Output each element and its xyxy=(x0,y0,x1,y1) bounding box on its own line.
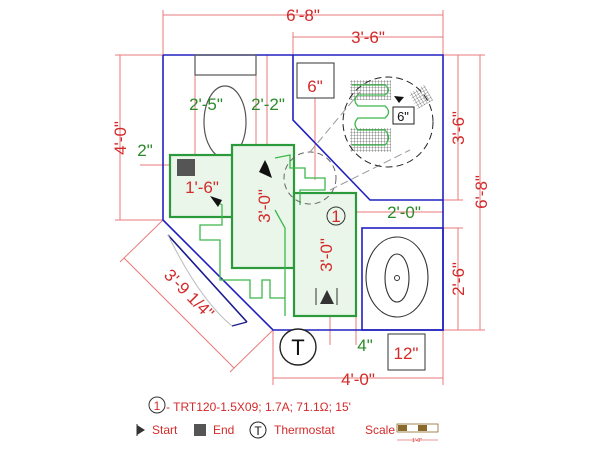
mat-label-1: 1'-6" xyxy=(185,178,219,197)
dim-vanity-gap: 2'-0" xyxy=(387,203,421,222)
start-marker-icon xyxy=(315,288,338,305)
legend-cable-spec: - TRT120-1.5X09; 1.7A; 71.1Ω; 15' xyxy=(166,400,351,414)
dim-bottom-offset: 4" xyxy=(357,336,373,355)
dim-shower-width: 3'-6" xyxy=(351,28,385,47)
dim-vanity-depth: 2'-6" xyxy=(449,262,468,296)
dim-overall-depth: 6'-8" xyxy=(472,175,491,209)
sink-outer xyxy=(365,236,429,318)
legend-thermostat-symbol: T xyxy=(254,424,262,438)
dim-left-offset: 2" xyxy=(137,141,153,160)
end-arrow-icon xyxy=(210,196,222,207)
direction-arrow-icon xyxy=(259,160,272,178)
legend-thermostat: Thermostat xyxy=(274,423,335,437)
legend-cable-number: 1 xyxy=(154,399,161,413)
thermostat-symbol: T xyxy=(291,335,304,360)
dim-overall-width: 6'-8" xyxy=(286,6,320,25)
end-marker-icon xyxy=(177,159,195,176)
legend: 1 - TRT120-1.5X09; 1.7A; 71.1Ω; 15' Star… xyxy=(136,396,439,444)
thermostat-icon[interactable] xyxy=(279,328,317,366)
dim-wall-clearance: 6" xyxy=(307,77,323,96)
dim-toilet-right: 2'-2" xyxy=(251,95,285,114)
circuit-marker: 1 xyxy=(331,207,340,226)
start-legend-icon xyxy=(136,424,145,436)
dim-toilet-left: 2'-5" xyxy=(189,95,223,114)
end-legend-icon xyxy=(194,424,206,436)
dim-thermostat-offset: 12" xyxy=(394,344,419,363)
mat-label-2: 3'-0" xyxy=(255,189,274,223)
heating-cable xyxy=(199,154,326,316)
wall-clearance-box xyxy=(296,62,335,99)
dim-left-height: 4'-0" xyxy=(111,121,130,155)
thermostat-legend-icon xyxy=(249,421,267,439)
door-swing xyxy=(167,234,248,327)
walls xyxy=(162,54,444,331)
vanity xyxy=(361,227,444,331)
mat-label-3: 3'-0" xyxy=(317,238,336,272)
toilet-tank xyxy=(194,54,257,76)
dimension-lines xyxy=(115,10,485,385)
legend-end: End xyxy=(213,423,234,437)
legend-scale-value: 1'-0" xyxy=(412,438,422,444)
circuit-marker-circle xyxy=(326,206,346,226)
dim-detail-spacing: 6" xyxy=(397,109,409,124)
drain-icon xyxy=(394,275,400,281)
thermostat-offset-box xyxy=(387,333,426,371)
detail-view xyxy=(342,76,434,168)
dim-right-upper: 3'-6" xyxy=(449,111,468,145)
legend-start: Start xyxy=(152,423,178,437)
sink-inner xyxy=(384,253,410,303)
legend-scale: Scale xyxy=(365,423,395,437)
dim-bottom-width: 4'-0" xyxy=(341,370,375,389)
scale-bar xyxy=(396,423,439,441)
